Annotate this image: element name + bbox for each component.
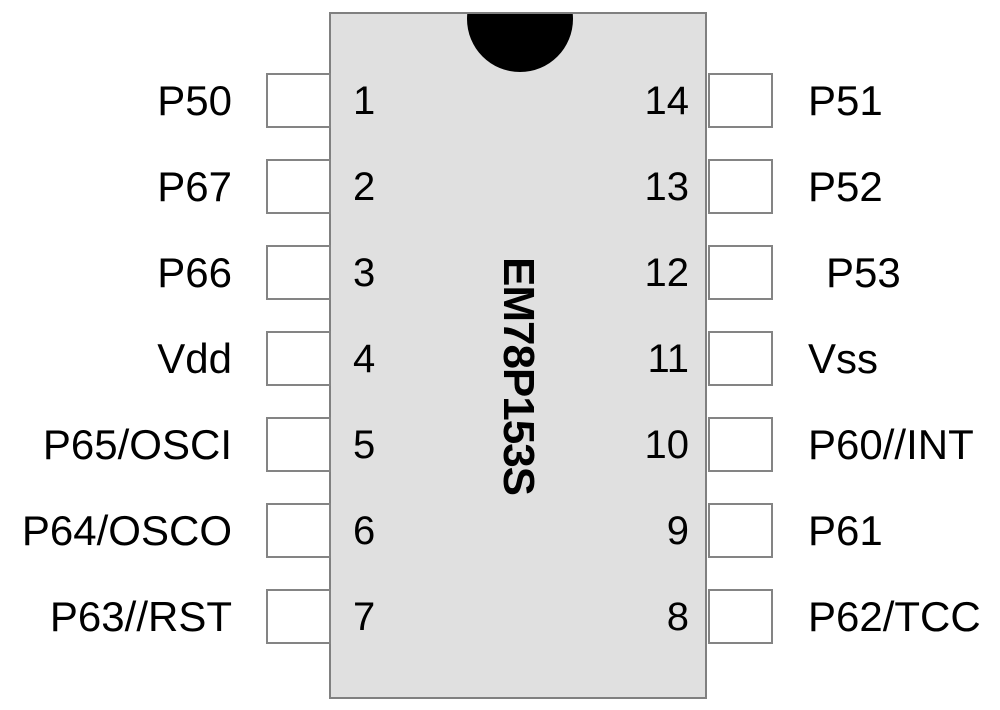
pin-number-5: 5 <box>353 422 376 467</box>
pin-box-4 <box>266 331 331 386</box>
pin-box-3 <box>266 245 331 300</box>
chip-name: EM78P153S <box>494 256 543 495</box>
pin-label-p67: P67 <box>157 162 232 210</box>
chip-body: EM78P153S <box>329 12 707 699</box>
pin-label-p60-int: P60//INT <box>808 420 974 468</box>
pin-label-vss: Vss <box>808 334 879 382</box>
pin-box-11 <box>708 331 773 386</box>
pin-label-p63-rst: P63//RST <box>49 592 232 640</box>
pin-label-p66: P66 <box>157 248 232 296</box>
pin-box-6 <box>266 503 331 558</box>
pin-box-8 <box>708 589 773 644</box>
pin-number-8: 8 <box>666 594 689 639</box>
pin-label-p65-osci: P65/OSCI <box>42 420 232 468</box>
pin-box-14 <box>708 73 773 128</box>
pin-box-12 <box>708 245 773 300</box>
pin-label-p53: P53 <box>826 248 901 296</box>
pin-label-p51: P51 <box>808 76 883 124</box>
pin-label-p52: P52 <box>808 162 883 210</box>
pin-label-vdd: Vdd <box>157 334 232 382</box>
pin-box-9 <box>708 503 773 558</box>
pin-number-4: 4 <box>353 336 376 381</box>
pin-number-3: 3 <box>353 250 376 295</box>
pin-label-p50: P50 <box>157 76 232 124</box>
pin-box-5 <box>266 417 331 472</box>
pin-number-13: 13 <box>644 164 690 209</box>
pin-label-p62-tcc: P62/TCC <box>808 592 981 640</box>
pin-number-1: 1 <box>353 78 376 123</box>
pin-number-2: 2 <box>353 164 376 209</box>
pin-number-12: 12 <box>644 250 690 295</box>
pin-box-13 <box>708 159 773 214</box>
pin-number-6: 6 <box>353 508 376 553</box>
pin-label-p61: P61 <box>808 506 883 554</box>
pin-box-2 <box>266 159 331 214</box>
pin-number-11: 11 <box>647 336 689 381</box>
pin-box-7 <box>266 589 331 644</box>
pin-box-1 <box>266 73 331 128</box>
pin-number-9: 9 <box>666 508 689 553</box>
pin-number-7: 7 <box>353 594 376 639</box>
pin-number-10: 10 <box>644 422 690 467</box>
pin-box-10 <box>708 417 773 472</box>
pin-number-14: 14 <box>644 78 690 123</box>
pin-label-p64-osco: P64/OSCO <box>21 506 232 554</box>
